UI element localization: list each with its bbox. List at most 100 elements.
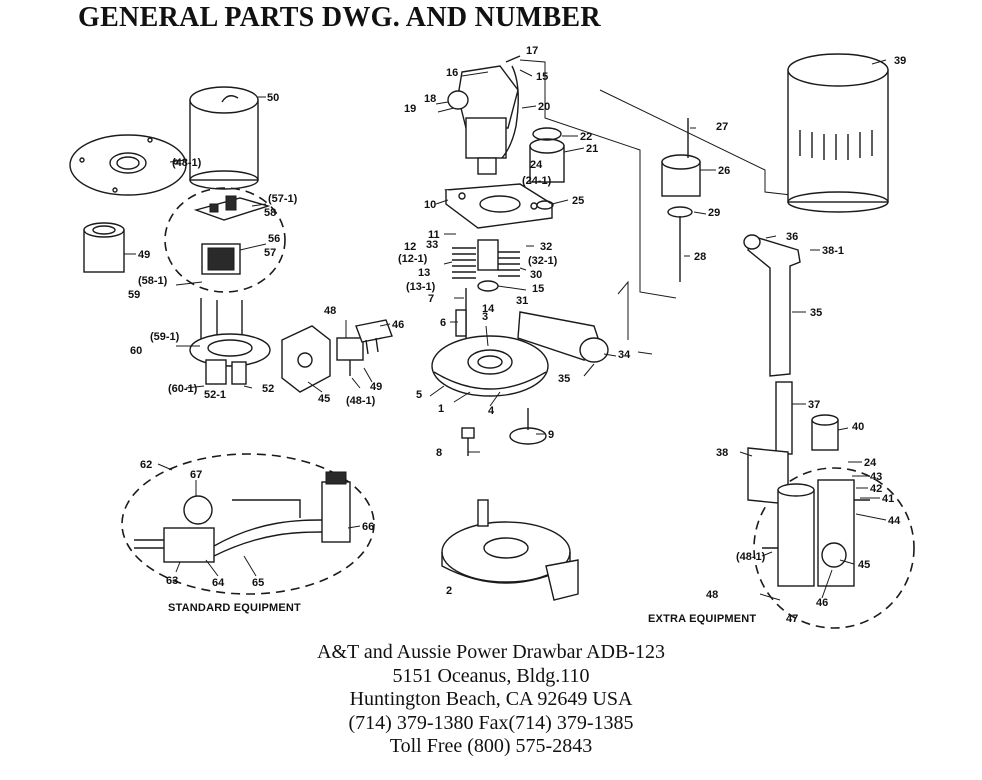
label: 16 [446,67,458,79]
label: 12 [404,241,416,253]
part-34-lever [743,234,801,377]
label: 48 [324,305,336,317]
part-1-base [431,335,549,397]
part-6-pin [455,309,467,337]
part-41-housing [787,53,889,213]
label: 65 [252,577,264,589]
label: (58-1) [138,275,168,287]
part-17-tube [501,65,519,159]
part-46-regulator [762,479,870,587]
label: 46 [816,597,828,609]
address-block: A&T and Aussie Power Drawbar ADB-123 515… [0,641,982,759]
label: 20 [538,101,550,113]
label: 37 [808,399,820,411]
label: 34 [618,349,631,361]
part-54-1-bushing [83,222,125,273]
part-16-valve-head [447,65,519,175]
part-number-labels: 50 (48-1) 49 (57-1) 58 56 57 (58-1) 59 (… [128,45,906,625]
extra-equipment-group [753,467,915,629]
label: 58 [264,207,276,219]
part-55-base [189,298,271,385]
label: 33 [426,239,438,251]
label: 38 [716,447,728,459]
label: 9 [548,429,554,441]
label: (32-1) [528,255,558,267]
label: 13 [418,267,430,279]
city-state-zip: Huntington Beach, CA 92649 USA [349,688,633,710]
label: 30 [530,269,542,281]
extra-equipment-caption: EXTRA EQUIPMENT [648,613,756,625]
part-36-arm [517,311,609,363]
label: 48 [706,589,718,601]
label: 6 [440,317,446,329]
label: 45 [858,559,870,571]
label: 36 [786,231,798,243]
street-address: 5151 Oceanus, Bldg.110 [392,664,590,687]
label: 38-1 [822,245,844,257]
label: 52-1 [204,389,226,401]
label: 35 [810,307,822,319]
part-14-oring [477,280,499,292]
label: 31 [516,295,528,307]
standard-equipment-caption: STANDARD EQUIPMENT [168,602,301,614]
label: 25 [572,195,584,207]
part-12-spring [452,247,476,279]
label: 39 [894,55,906,67]
part-65-hose [213,499,323,557]
label: 52 [262,383,274,395]
label: (48-1) [172,157,202,169]
part-2-base [441,499,579,601]
part-22-cylinder [529,138,565,183]
label: 66 [362,521,374,533]
part-58-switch [193,195,271,221]
label: 2 [446,585,452,597]
label: 27 [716,121,728,133]
label: 3 [482,311,488,323]
part-54-gasket [69,134,187,196]
label: 7 [428,293,434,305]
part-8-bolt [461,427,475,456]
label: 35 [558,373,570,385]
label: 29 [708,207,720,219]
part-67-gauge [183,495,213,525]
label: 15 [536,71,548,83]
assembly-57-58-group [164,187,286,293]
label: 63 [166,575,178,587]
page-title: GENERAL PARTS DWG. AND NUMBER [78,2,601,33]
label: 44 [888,515,901,527]
label: 4 [488,405,495,417]
part-10-plate [444,183,555,229]
label: (59-1) [150,331,180,343]
label: 15 [532,283,544,295]
label: 60 [130,345,142,357]
toll-free: Toll Free (800) 575-2843 [389,735,593,757]
label: (48-1) [346,395,376,407]
label: 46 [392,319,404,331]
label: 1 [438,403,444,415]
label: 47 [786,613,798,625]
label: 49 [138,249,150,261]
part-25-washer [536,200,554,210]
standard-equipment-group [121,453,375,595]
part-63-block [134,527,215,563]
label: 24 [864,457,877,469]
exploded-parts-drawing: 50 (48-1) 49 (57-1) 58 56 57 (58-1) 59 (… [69,45,915,629]
callout-leaders [124,59,887,601]
label: 43 [870,471,882,483]
label: 32 [540,241,552,253]
label: 41 [882,493,894,505]
label: 14 [482,303,495,315]
label: 26 [718,165,730,177]
part-40-valve [811,414,839,451]
label: 8 [436,447,442,459]
label: 45 [318,393,330,405]
phone-fax: (714) 379-1380 Fax(714) 379-1385 [348,711,634,734]
label: 18 [424,93,436,105]
label: (57-1) [268,193,298,205]
label: 28 [694,251,706,263]
label: 17 [526,45,538,57]
label: 21 [586,143,598,155]
label: 24 [530,159,543,171]
label: (13-1) [406,281,436,293]
label: (48-1) [736,551,766,563]
